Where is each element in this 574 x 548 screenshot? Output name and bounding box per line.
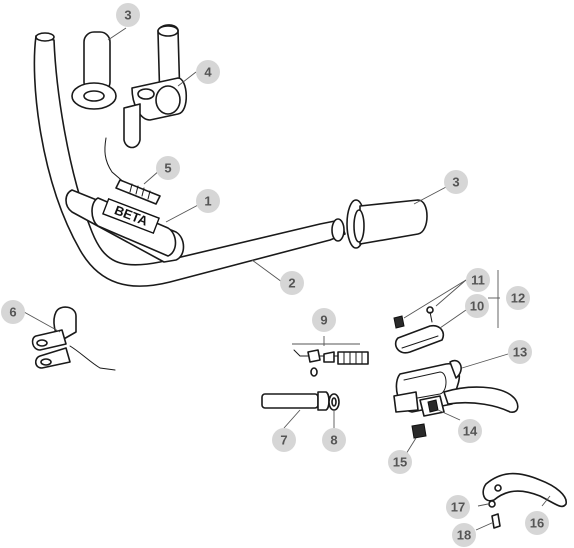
- svg-text:7: 7: [280, 433, 287, 448]
- callout-4: 4: [196, 60, 220, 84]
- callout-5: 5: [156, 156, 180, 180]
- svg-text:6: 6: [9, 305, 16, 320]
- callout-7: 7: [272, 428, 296, 452]
- brake-lever: [443, 386, 519, 413]
- svg-text:4: 4: [204, 65, 212, 80]
- callout-13: 13: [508, 340, 532, 364]
- cover-screws: [393, 306, 434, 329]
- throttle-tube: [123, 24, 188, 149]
- nut: [411, 423, 427, 439]
- replacement-lever: [482, 472, 567, 508]
- washer: [328, 393, 340, 411]
- right-grip: [346, 199, 428, 249]
- callout-11: 11: [466, 268, 490, 292]
- svg-text:2: 2: [288, 276, 295, 291]
- callout-1: 1: [196, 189, 220, 213]
- svg-text:15: 15: [393, 455, 407, 470]
- svg-text:5: 5: [164, 161, 171, 176]
- svg-text:17: 17: [451, 500, 465, 515]
- leader-lines: [23, 27, 551, 531]
- svg-text:18: 18: [457, 528, 471, 543]
- svg-text:12: 12: [511, 291, 525, 306]
- callout-16: 16: [525, 511, 549, 535]
- svg-text:3: 3: [452, 175, 459, 190]
- svg-text:8: 8: [330, 433, 337, 448]
- svg-text:16: 16: [530, 516, 544, 531]
- callout-3-right-grip: 3: [444, 170, 468, 194]
- callout-8: 8: [322, 428, 346, 452]
- callout-2: 2: [280, 271, 304, 295]
- master-cylinder: [393, 359, 462, 417]
- left-grip: [71, 31, 117, 110]
- svg-text:14: 14: [463, 424, 478, 439]
- callout-17: 17: [446, 495, 470, 519]
- piston-kit: [293, 349, 369, 377]
- svg-text:1: 1: [204, 194, 211, 209]
- callout-14: 14: [458, 419, 482, 443]
- pushrod: [261, 391, 330, 411]
- callout-18: 18: [452, 523, 476, 547]
- svg-text:11: 11: [471, 273, 485, 288]
- callout-12: 12: [506, 286, 530, 310]
- svg-text:10: 10: [470, 299, 484, 314]
- lever-pin: [488, 500, 501, 529]
- left-lever-clamp: [31, 306, 116, 371]
- svg-text:3: 3: [124, 8, 131, 23]
- svg-text:13: 13: [513, 345, 527, 360]
- svg-text:9: 9: [320, 313, 327, 328]
- callout-3-left-grip: 3: [116, 3, 140, 27]
- callout-10: 10: [465, 294, 489, 318]
- throttle-cable: [104, 137, 161, 205]
- callout-6: 6: [1, 300, 25, 324]
- callout-15: 15: [388, 450, 412, 474]
- handlebar: [33, 32, 346, 287]
- callout-9: 9: [312, 308, 336, 332]
- reservoir-cover: [394, 324, 445, 354]
